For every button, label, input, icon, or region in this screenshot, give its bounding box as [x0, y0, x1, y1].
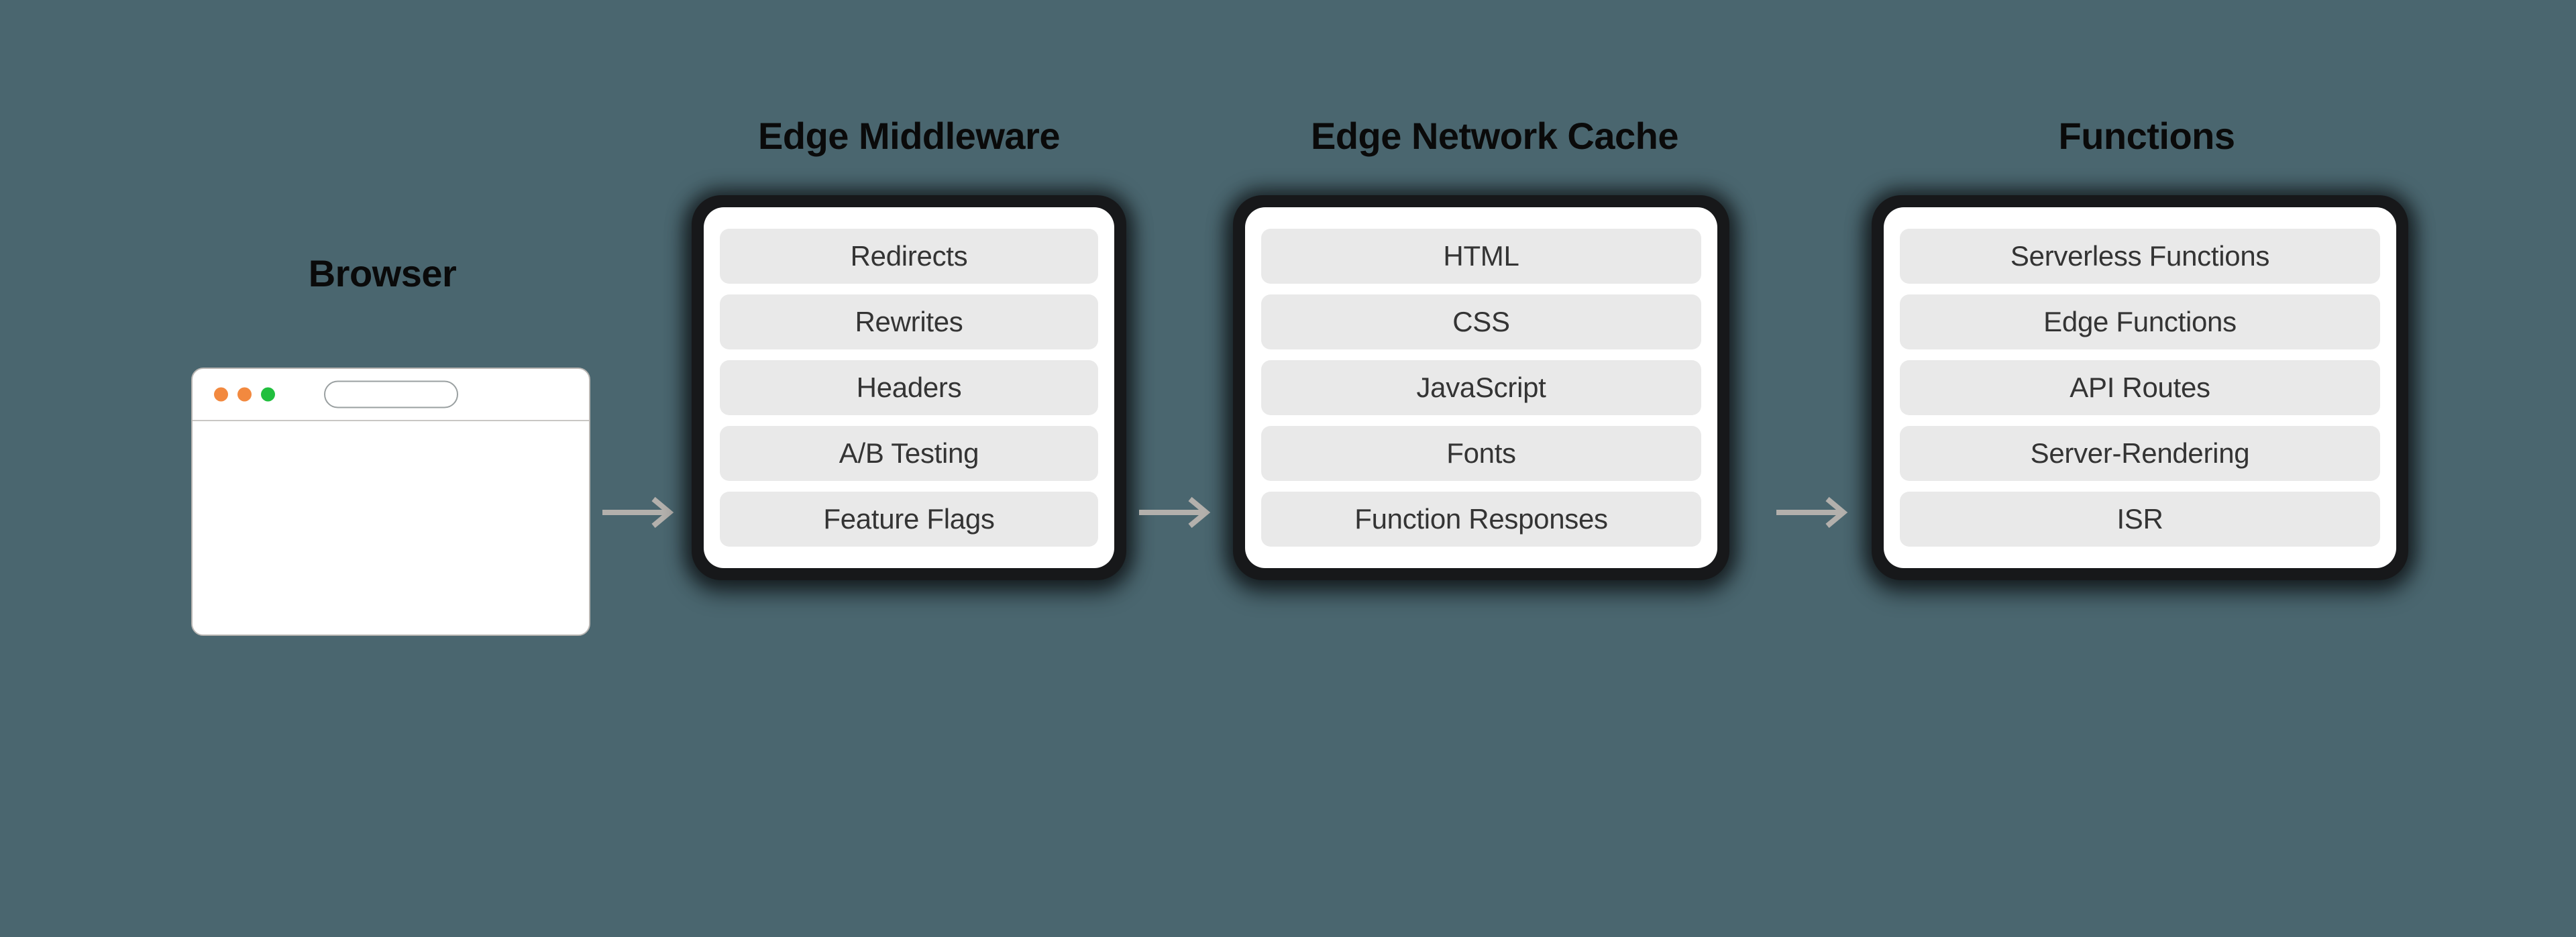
card-inner-edge-middleware: Redirects Rewrites Headers A/B Testing F…	[704, 207, 1114, 568]
minimize-dot-icon[interactable]	[237, 387, 252, 402]
stage-title-edge-middleware: Edge Middleware	[758, 115, 1060, 157]
arrow-middleware-to-cache	[1139, 494, 1214, 531]
list-item[interactable]: Headers	[720, 360, 1098, 415]
list-item[interactable]: Redirects	[720, 229, 1098, 284]
list-item[interactable]: Serverless Functions	[1900, 229, 2380, 284]
list-item[interactable]: API Routes	[1900, 360, 2380, 415]
list-item[interactable]: ISR	[1900, 492, 2380, 547]
arrow-browser-to-middleware	[602, 494, 678, 531]
stage-title-functions: Functions	[2058, 115, 2235, 157]
stage-title-edge-network-cache: Edge Network Cache	[1310, 115, 1679, 157]
stage-edge-middleware: Edge Middleware Redirects Rewrites Heade…	[674, 117, 1144, 580]
stage-edge-network-cache: Edge Network Cache HTML CSS JavaScript F…	[1233, 117, 1729, 580]
stage-functions: Functions Serverless Functions Edge Func…	[1872, 117, 2408, 580]
browser-chrome	[193, 369, 589, 421]
maximize-dot-icon[interactable]	[261, 387, 275, 402]
list-item[interactable]: Rewrites	[720, 294, 1098, 349]
browser-stage: Browser	[121, 255, 644, 671]
card-inner-edge-network-cache: HTML CSS JavaScript Fonts Function Respo…	[1245, 207, 1717, 568]
card-frame-functions: Serverless Functions Edge Functions API …	[1872, 195, 2408, 580]
list-item[interactable]: JavaScript	[1261, 360, 1701, 415]
browser-title: Browser	[308, 252, 457, 294]
card-inner-functions: Serverless Functions Edge Functions API …	[1884, 207, 2396, 568]
card-frame-edge-middleware: Redirects Rewrites Headers A/B Testing F…	[692, 195, 1126, 580]
list-item[interactable]: HTML	[1261, 229, 1701, 284]
list-item[interactable]: Function Responses	[1261, 492, 1701, 547]
browser-window	[191, 368, 590, 636]
arrow-right-icon	[1776, 496, 1848, 529]
arrow-right-icon	[602, 496, 674, 529]
url-input[interactable]	[323, 380, 458, 408]
arrow-right-icon	[1139, 496, 1211, 529]
list-item[interactable]: Fonts	[1261, 426, 1701, 481]
arrow-cache-to-functions	[1776, 494, 1851, 531]
list-item[interactable]: Feature Flags	[720, 492, 1098, 547]
traffic-lights	[214, 387, 275, 402]
card-frame-edge-network-cache: HTML CSS JavaScript Fonts Function Respo…	[1233, 195, 1729, 580]
list-item[interactable]: Server-Rendering	[1900, 426, 2380, 481]
list-item[interactable]: Edge Functions	[1900, 294, 2380, 349]
list-item[interactable]: A/B Testing	[720, 426, 1098, 481]
close-dot-icon[interactable]	[214, 387, 228, 402]
list-item[interactable]: CSS	[1261, 294, 1701, 349]
browser-viewport	[193, 421, 589, 635]
